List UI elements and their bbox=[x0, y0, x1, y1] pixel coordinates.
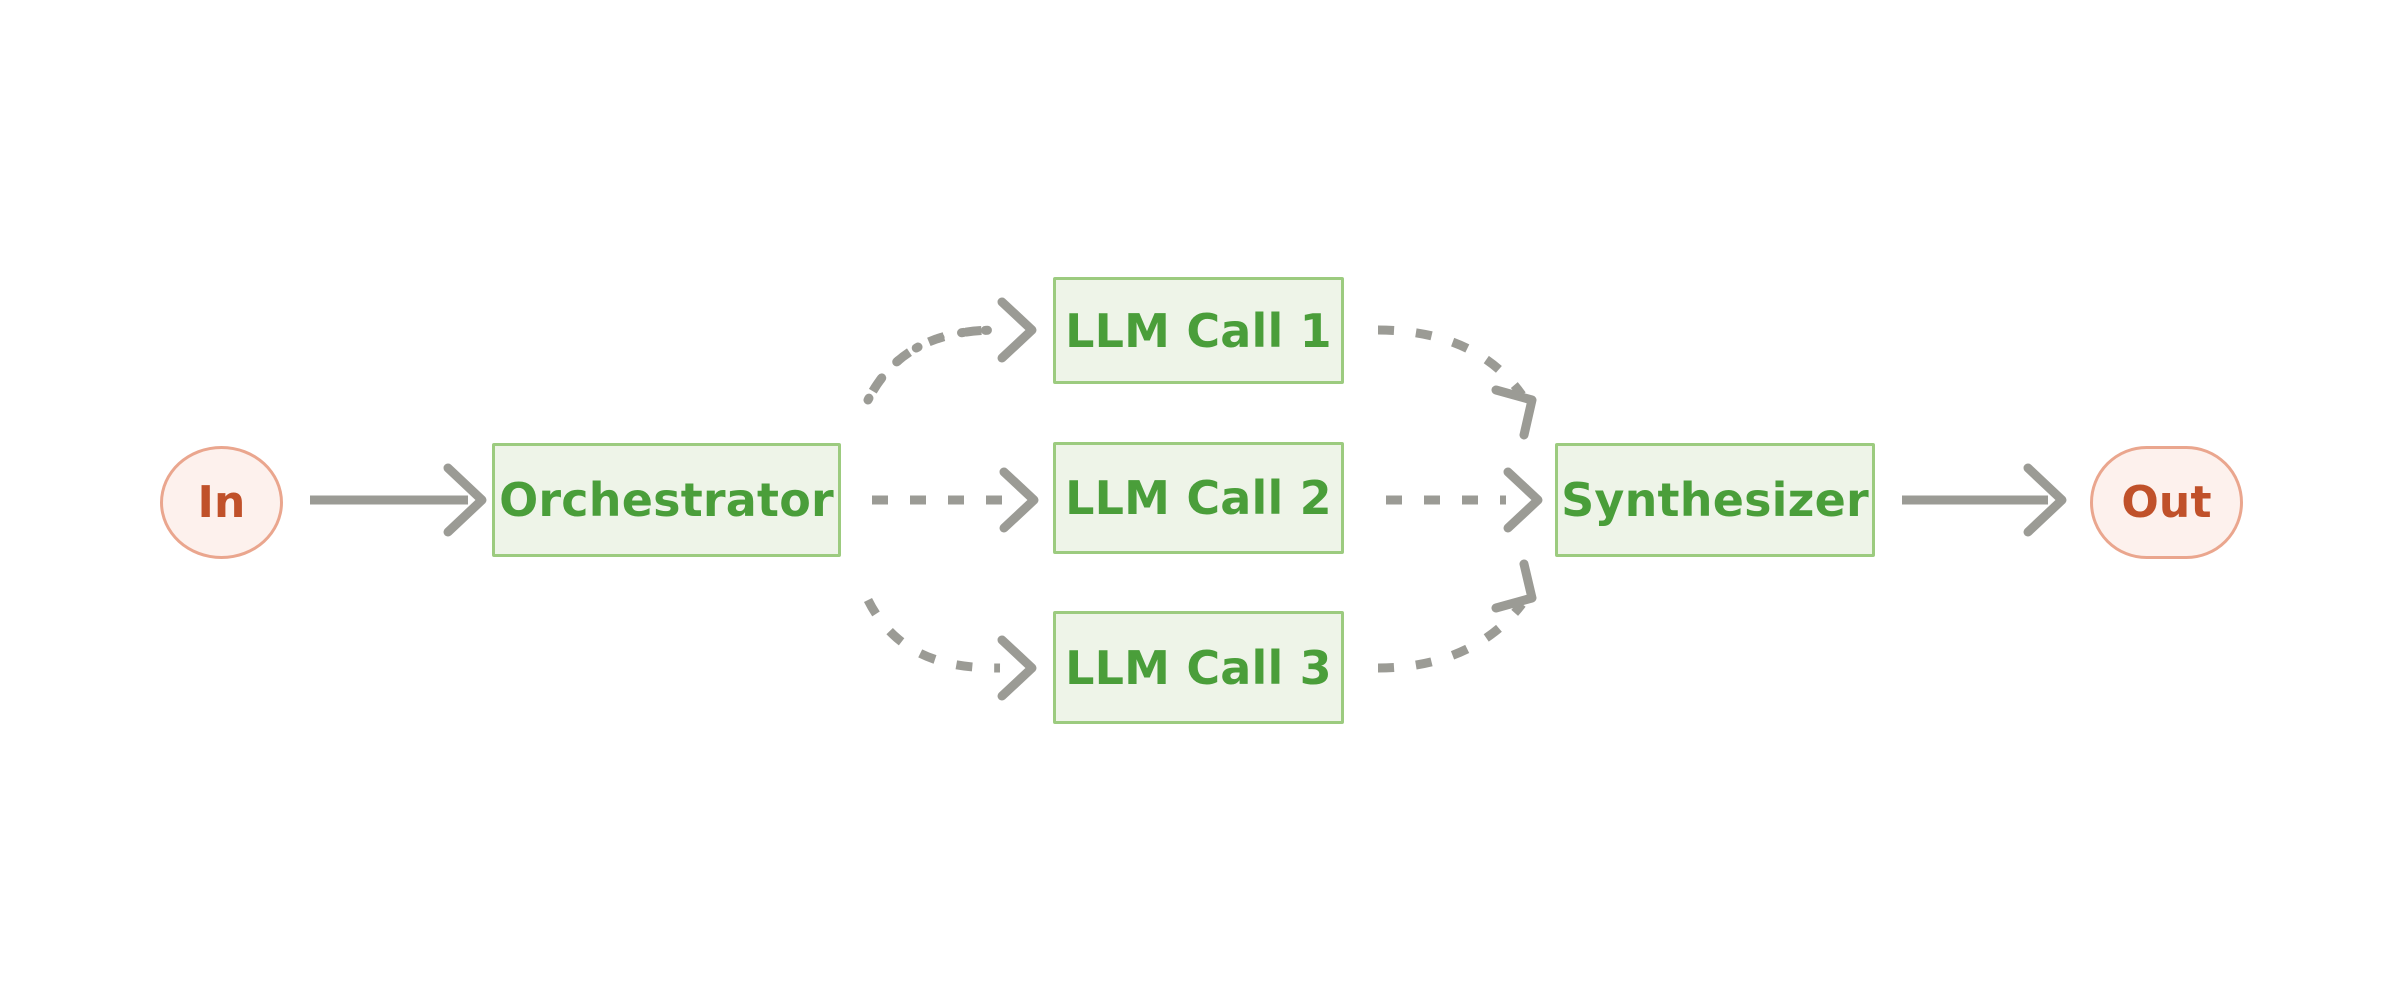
node-out-label: Out bbox=[2121, 476, 2212, 528]
edge-llm-1-to-synthesizer bbox=[1377, 325, 1537, 440]
node-synthesizer[interactable]: Synthesizer bbox=[1555, 443, 1875, 557]
node-orchestrator[interactable]: Orchestrator bbox=[492, 443, 841, 557]
node-llm-call-3-label: LLM Call 3 bbox=[1065, 640, 1332, 695]
node-llm-call-1[interactable]: LLM Call 1 bbox=[1053, 277, 1344, 384]
node-out[interactable]: Out bbox=[2090, 446, 2243, 559]
edge-synthesizer-to-out bbox=[1902, 463, 2067, 537]
node-llm-call-2-label: LLM Call 2 bbox=[1065, 471, 1332, 525]
node-synthesizer-label: Synthesizer bbox=[1561, 473, 1869, 527]
edge-orchestrator-to-llm-3 bbox=[863, 597, 1037, 701]
node-llm-call-1-label: LLM Call 1 bbox=[1065, 303, 1332, 358]
edge-llm-2-to-synthesizer bbox=[1386, 467, 1543, 533]
edge-orchestrator-to-llm-2 bbox=[872, 467, 1039, 533]
edge-orchestrator-to-llm-1 bbox=[863, 297, 1037, 405]
node-in[interactable]: In bbox=[160, 446, 283, 559]
edge-in-to-orchestrator bbox=[310, 463, 487, 537]
node-orchestrator-label: Orchestrator bbox=[499, 473, 834, 527]
node-llm-call-3[interactable]: LLM Call 3 bbox=[1053, 611, 1344, 724]
node-llm-call-2[interactable]: LLM Call 2 bbox=[1053, 442, 1344, 554]
edge-llm-3-to-synthesizer bbox=[1377, 559, 1537, 673]
node-in-label: In bbox=[197, 476, 246, 528]
